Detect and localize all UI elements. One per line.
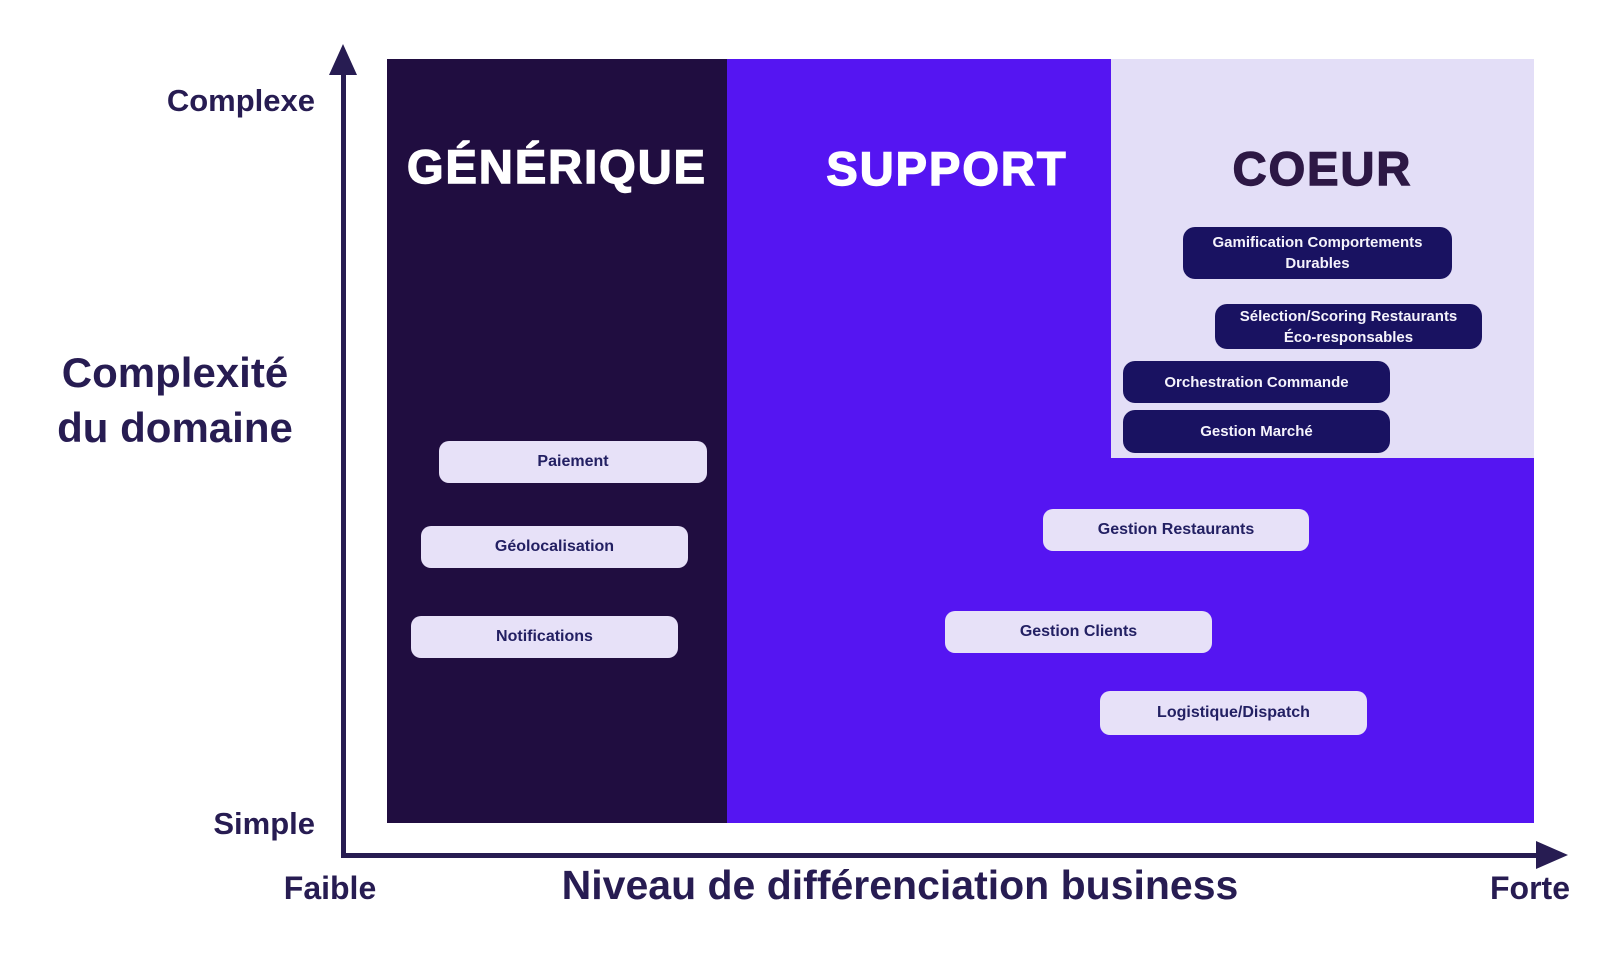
box-selection-scoring-restaurants: Sélection/Scoring Restaurants Éco-respon… xyxy=(1215,304,1482,349)
box-label: Notifications xyxy=(496,628,593,645)
box-label: Logistique/Dispatch xyxy=(1157,704,1310,721)
zone-title-coeur: COEUR xyxy=(1232,142,1413,195)
y-axis-title: Complexité du domaine xyxy=(15,346,335,455)
arrow-right-icon xyxy=(1536,841,1568,869)
box-orchestration-commande: Orchestration Commande xyxy=(1123,361,1390,403)
box-geolocalisation: Géolocalisation xyxy=(421,526,688,568)
y-axis-bottom-label: Simple xyxy=(213,806,315,841)
box-notifications: Notifications xyxy=(411,616,678,658)
box-paiement: Paiement xyxy=(439,441,707,483)
box-label-line1: Sélection/Scoring Restaurants xyxy=(1239,307,1458,325)
box-label: Sélection/Scoring Restaurants Éco-respon… xyxy=(1240,306,1458,348)
box-label: Gamification Comportements Durables xyxy=(1212,232,1422,274)
box-label: Gestion Marché xyxy=(1200,423,1313,440)
box-gestion-marche: Gestion Marché xyxy=(1123,410,1390,453)
box-gestion-clients: Gestion Clients xyxy=(945,611,1212,653)
y-axis-line xyxy=(341,62,346,858)
box-label-line1: Gamification Comportements xyxy=(1212,234,1423,251)
x-axis-right-label: Forte xyxy=(1490,870,1570,906)
box-label: Gestion Restaurants xyxy=(1097,521,1255,538)
y-axis-title-line1: Complexité xyxy=(61,349,289,396)
y-axis-title-line2: du domaine xyxy=(57,403,293,451)
box-label-line2: Éco-responsables xyxy=(1283,328,1414,346)
box-label-line2: Durables xyxy=(1285,255,1350,272)
zone-title-generique: GÉNÉRIQUE xyxy=(406,140,708,193)
y-axis-top-label: Complexe xyxy=(166,83,315,118)
box-label: Paiement xyxy=(537,453,609,470)
x-axis-title: Niveau de différenciation business xyxy=(561,862,1239,908)
zone-title-support: SUPPORT xyxy=(826,142,1068,195)
box-logistique-dispatch: Logistique/Dispatch xyxy=(1100,691,1367,735)
x-axis-left-label: Faible xyxy=(283,870,377,906)
arrow-up-icon xyxy=(329,44,357,75)
box-gestion-restaurants: Gestion Restaurants xyxy=(1043,509,1309,551)
box-gamification-comportements-durables: Gamification Comportements Durables xyxy=(1183,227,1452,279)
box-label: Géolocalisation xyxy=(494,538,615,555)
x-axis-line xyxy=(343,853,1537,858)
box-label: Gestion Clients xyxy=(1019,623,1138,640)
box-label: Orchestration Commande xyxy=(1164,373,1349,391)
